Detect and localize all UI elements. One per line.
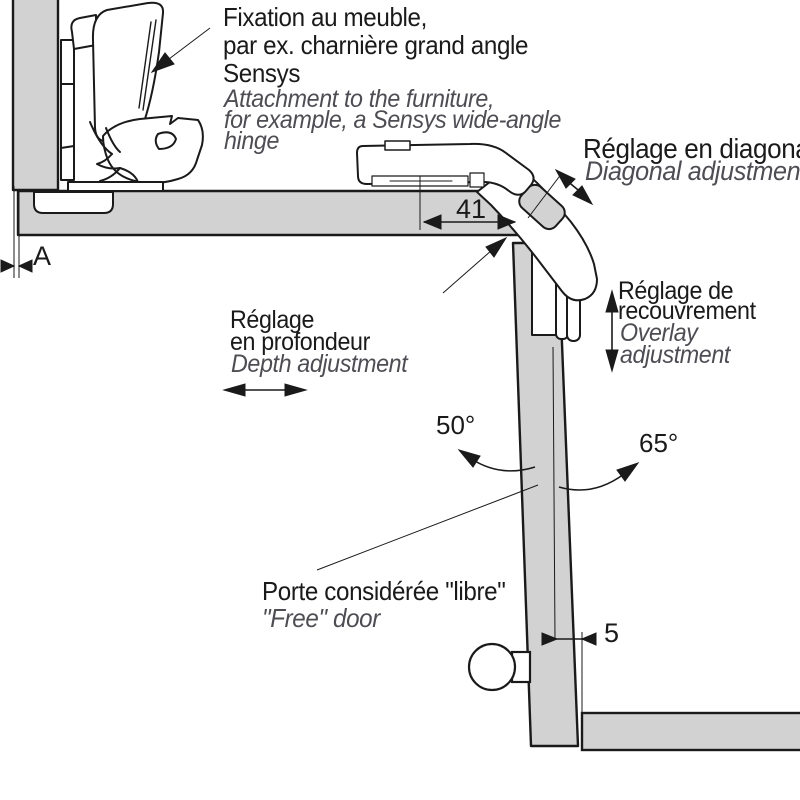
diagonal-adjustment-arrow (527, 168, 594, 219)
dimension-41 (419, 176, 517, 230)
dimension-5 (541, 632, 597, 713)
label-free-door-en: "Free" door (262, 603, 380, 633)
angle-50-arrow (457, 449, 536, 472)
label-depth-en: Depth adjustment (231, 350, 408, 378)
dimension-5-value: 5 (604, 618, 620, 648)
depth-adjustment-arrow (222, 383, 308, 397)
label-attachment-fr-1: Fixation au meuble, (223, 2, 427, 32)
overlay-adjustment-arrow (605, 289, 619, 373)
wide-angle-hinge (60, 1, 204, 192)
label-overlay-en-2: adjustment (620, 341, 731, 369)
angle-65-value: 65° (639, 428, 679, 458)
dimension-a-value: A (33, 241, 52, 271)
angle-65-arrow (558, 462, 640, 491)
label-attachment-en-1: Attachment to the furniture, (224, 85, 495, 113)
cabinet-side-panel (11, 0, 60, 192)
label-depth-fr-2: en profondeur (230, 328, 370, 356)
cabinet-top-panel (16, 189, 521, 237)
label-overlay-fr-1: Réglage de (618, 277, 734, 305)
label-depth-fr-1: Réglage (230, 306, 315, 334)
label-diagonal-fr: Réglage en diagonale (583, 133, 800, 164)
bottom-panel (580, 711, 800, 752)
hinge-arm (356, 140, 598, 342)
door-knob (467, 642, 532, 692)
angle-50-value: 50° (436, 410, 476, 440)
label-diagonal-en: Diagonal adjustment (585, 156, 800, 186)
label-overlay-fr-2: recouvrement (618, 297, 756, 325)
junction-leader-arrow (442, 236, 508, 294)
label-attachment-en-2: for example, a Sensys wide-angle (224, 106, 562, 134)
label-attachment-fr-3: Sensys (223, 58, 301, 88)
label-attachment-fr-2: par ex. charnière grand angle (223, 30, 529, 60)
label-free-door-fr: Porte considérée "libre" (262, 576, 506, 606)
free-door-leader (316, 484, 539, 571)
dimension-41-value: 41 (455, 194, 487, 224)
dimension-a (0, 186, 33, 278)
attachment-leader-arrow (150, 27, 211, 74)
label-attachment-en-3: hinge (224, 127, 280, 155)
label-overlay-en-1: Overlay (620, 319, 698, 347)
